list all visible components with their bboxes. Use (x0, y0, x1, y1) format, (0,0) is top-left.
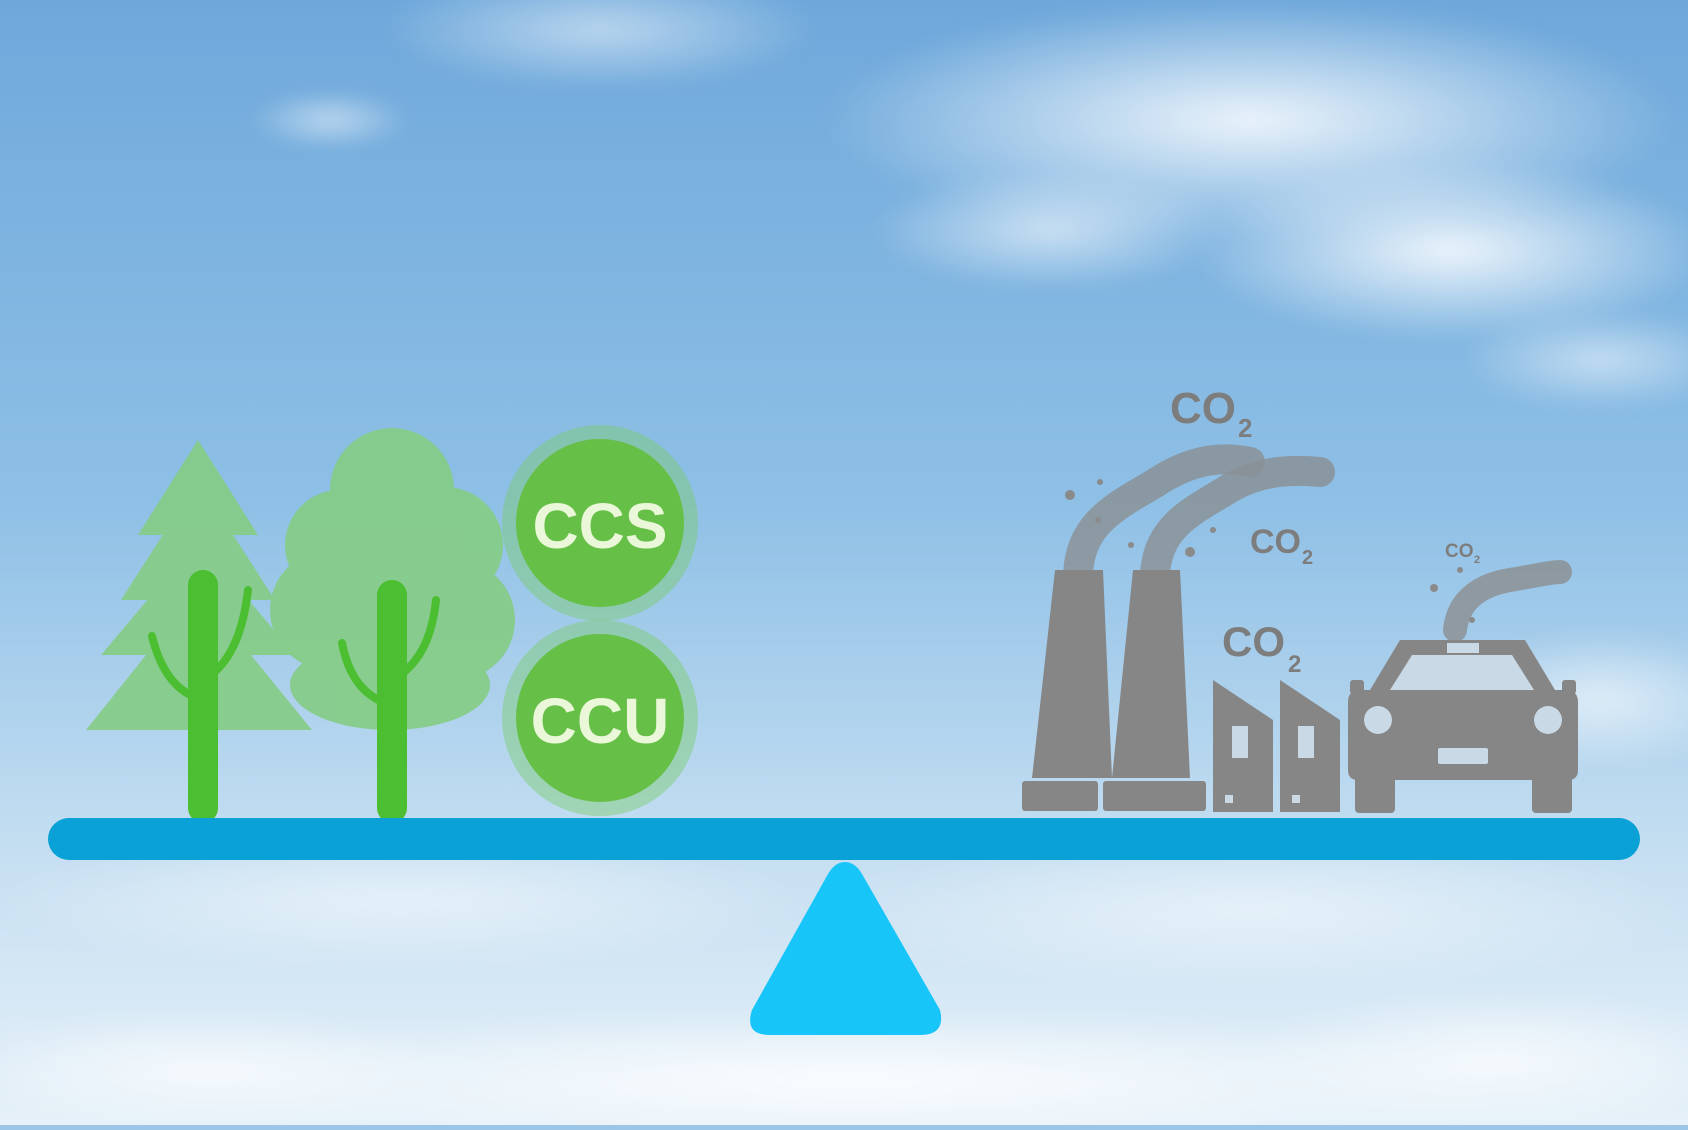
co2-label-large: CO 2 (1170, 384, 1252, 443)
seesaw-fulcrum (750, 862, 942, 1035)
smoke-dots (1065, 479, 1216, 557)
co2-label-factory: CO 2 (1250, 523, 1313, 569)
svg-text:2: 2 (1302, 547, 1313, 569)
svg-text:2: 2 (1288, 651, 1301, 678)
svg-text:CO: CO (1445, 541, 1474, 562)
svg-text:CO: CO (1170, 384, 1236, 433)
ccs-label: CCS (532, 490, 667, 562)
svg-text:2: 2 (1238, 413, 1252, 443)
car-icon (1348, 640, 1578, 813)
factory-chimney-icon (1022, 570, 1206, 811)
co2-label-car: CO 2 (1445, 541, 1480, 566)
svg-text:2: 2 (1474, 554, 1480, 566)
co2-label-buildings: CO 2 (1222, 618, 1301, 678)
ccu-badge: CCU (502, 620, 698, 816)
car-smoke-icon (1443, 560, 1572, 642)
svg-text:CO: CO (1222, 618, 1285, 665)
svg-text:CO: CO (1250, 523, 1301, 561)
ccu-label: CCU (531, 685, 670, 757)
pine-tree-icon (86, 440, 312, 823)
seesaw-beam (48, 818, 1640, 860)
car-smoke-dots (1430, 567, 1475, 623)
leafy-tree-icon (270, 428, 515, 823)
ccs-badge: CCS (502, 425, 698, 621)
smoke-icon (1063, 444, 1335, 590)
buildings-icon (1213, 680, 1340, 812)
